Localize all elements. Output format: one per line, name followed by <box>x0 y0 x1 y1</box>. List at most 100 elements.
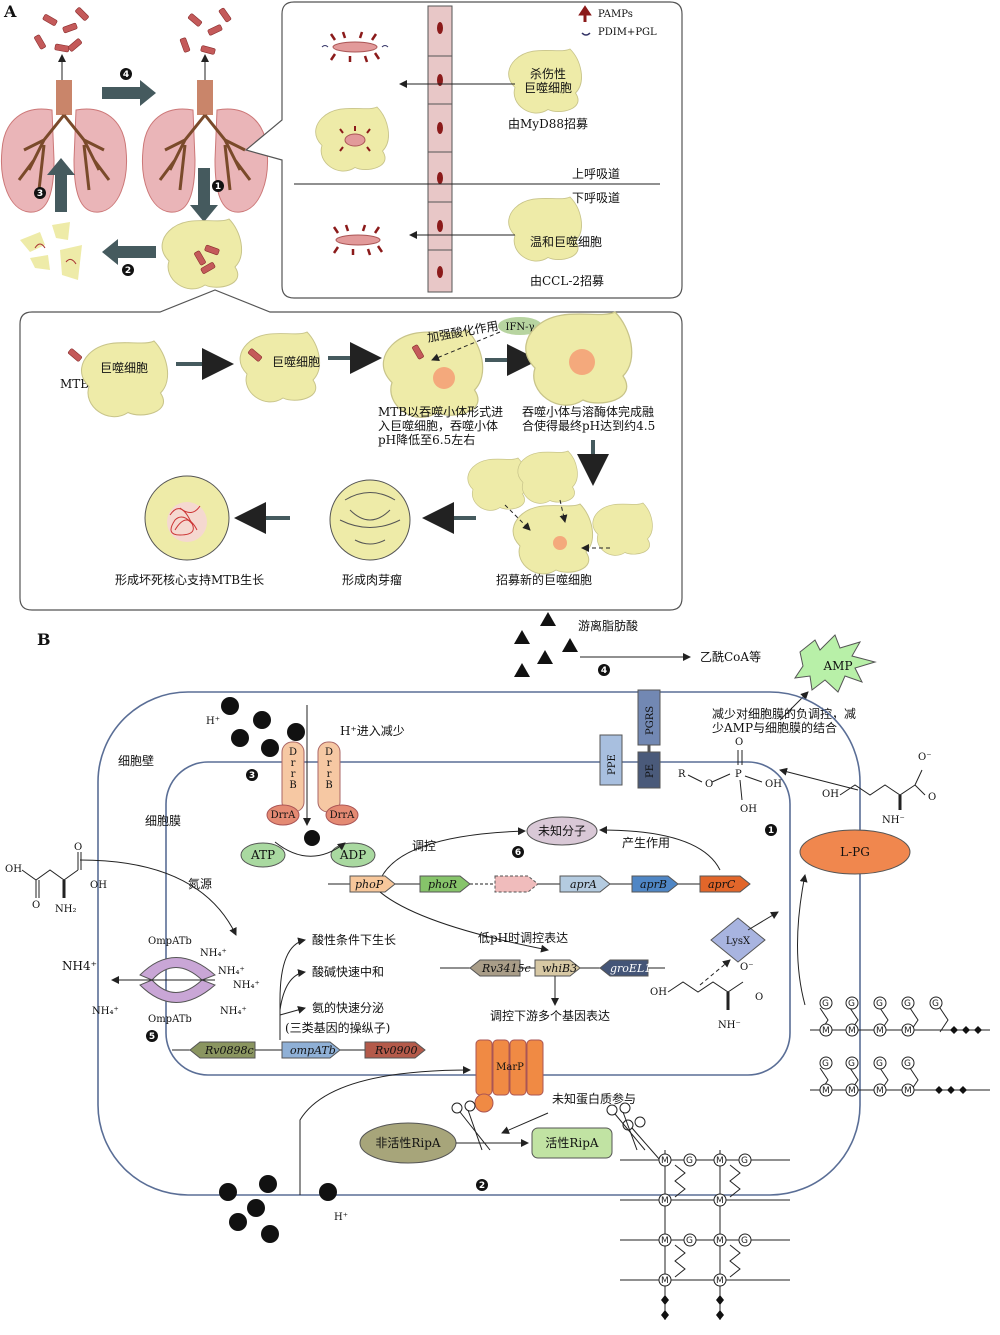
svg-text:M: M <box>716 1196 724 1206</box>
nh4-1: NH₄⁺ <box>200 948 227 959</box>
fusion-text: 吞噬小体与溶酶体完成融合使得最终pH达到约4.5 <box>522 404 655 433</box>
svg-text:G: G <box>904 999 911 1009</box>
gene-unknown <box>494 875 539 893</box>
low-ph-arrow <box>379 891 549 953</box>
step6-b-marker <box>512 846 524 858</box>
marp-protein <box>474 1039 544 1113</box>
acetyl-coa-label: 乙酰CoA等 <box>700 650 761 664</box>
adp-label: ADP <box>339 848 366 862</box>
ompatb-bottom <box>139 979 216 1003</box>
step3-arrow <box>47 158 75 212</box>
gene-phop <box>349 875 396 893</box>
cell-wall-label: 细胞壁 <box>118 753 154 768</box>
svg-text:O⁻: O⁻ <box>918 752 931 763</box>
ifn-bubble <box>498 317 542 335</box>
operon-label: (三类基因的操纵子) <box>285 1020 390 1035</box>
internal-proton <box>304 830 320 846</box>
unknown-molecule-label: 未知分子 <box>538 824 586 838</box>
svg-text:1: 1 <box>768 826 774 836</box>
lower-airway-label: 下呼吸道 <box>572 191 620 205</box>
atp-bubble <box>240 842 286 868</box>
svg-text:OH: OH <box>650 987 667 998</box>
legend-pdim: PDIM+PGL <box>598 27 657 38</box>
svg-text:G: G <box>876 1059 883 1069</box>
cell-wall <box>97 691 861 1196</box>
svg-text:M: M <box>904 1026 912 1036</box>
step2-marker <box>122 264 134 276</box>
mild-macrophage <box>508 196 582 262</box>
gene-groel1-label: groEL1 <box>610 962 651 975</box>
ppe-box <box>599 734 623 786</box>
svg-text:O⁻: O⁻ <box>740 962 753 973</box>
nh4-3: NH₄⁺ <box>233 980 260 991</box>
fatty-acids <box>514 612 578 677</box>
svg-text:O: O <box>705 779 713 790</box>
svg-text:G: G <box>741 1156 748 1166</box>
ammonia-label: 氨的快速分泌 <box>312 1000 384 1015</box>
phagosome-upper <box>344 133 366 147</box>
gene-ompatb-label: ompATb <box>290 1044 336 1057</box>
mtb-pamps-upper <box>321 31 389 63</box>
proton-cluster-top <box>221 697 305 757</box>
macrophage2-label: 巨噬细胞 <box>272 354 320 369</box>
phagolysosome <box>569 349 595 375</box>
svg-text:G: G <box>686 1236 693 1246</box>
infected-macrophage <box>161 218 243 290</box>
active-ripa-label: 活性RipA <box>545 1136 599 1150</box>
svg-text:3: 3 <box>249 771 255 781</box>
svg-text:O: O <box>928 792 936 803</box>
gene-aprc <box>699 875 751 893</box>
gene-rv3415c-label: Rv3415c <box>481 962 531 975</box>
amp-burst <box>793 634 877 693</box>
amp-label: AMP <box>822 659 852 673</box>
gene-whib3 <box>534 959 581 977</box>
gene-apra-label: aprA <box>570 878 597 891</box>
amp-text: 减少对细胞膜的负调控，减少AMP与细胞膜的结合 <box>712 706 856 735</box>
svg-text:M: M <box>822 1086 830 1096</box>
svg-text:M: M <box>661 1196 669 1206</box>
step5-b-marker <box>146 1030 158 1042</box>
atp-label: ATP <box>250 848 275 862</box>
svg-text:M: M <box>661 1276 669 1286</box>
svg-text:G: G <box>848 1059 855 1069</box>
svg-text:M: M <box>822 1026 830 1036</box>
scissors-icons <box>451 1100 661 1161</box>
svg-text:G: G <box>932 999 939 1009</box>
svg-text:6: 6 <box>515 848 521 858</box>
svg-text:M: M <box>876 1026 884 1036</box>
necrotic-granuloma <box>144 475 230 561</box>
step2-arrow <box>102 239 156 265</box>
panel-a-label: A <box>3 2 17 21</box>
nh4-outside-2: NH₄⁺ <box>92 1006 119 1017</box>
svg-text:O: O <box>735 737 743 748</box>
acid-growth-label: 酸性条件下生长 <box>312 932 396 947</box>
pe-box <box>637 751 661 789</box>
epithelial-column <box>427 5 453 293</box>
granuloma-label: 形成肉芽瘤 <box>342 572 402 587</box>
pamps-icon <box>578 5 592 22</box>
svg-text:1: 1 <box>215 182 221 192</box>
gene-aprc-label: aprC <box>708 878 736 891</box>
cell-membrane <box>165 761 791 1076</box>
myd88-label: 由MyD88招募 <box>508 117 588 131</box>
regulate-downstream-label: 调控下游多个基因表达 <box>490 1009 610 1023</box>
step3-b-marker <box>246 769 258 781</box>
lysine-structure-mid: OH NH⁻ O⁻ O <box>650 962 763 1031</box>
ompatb-top-label: OmpATb <box>148 936 192 947</box>
macrophage-1 <box>80 340 169 418</box>
svg-text:NH⁻: NH⁻ <box>882 815 905 826</box>
step3-marker <box>34 187 46 199</box>
lysosome <box>433 367 455 389</box>
step4-marker <box>120 68 132 80</box>
recruit-label: 招募新的巨噬细胞 <box>496 572 592 587</box>
upper-airway-label: 上呼吸道 <box>572 167 620 181</box>
free-fatty-acid-label: 游离脂肪酸 <box>578 618 638 633</box>
granuloma <box>329 479 411 561</box>
svg-text:G: G <box>848 999 855 1009</box>
active-ripa <box>531 1127 613 1159</box>
svg-text:G: G <box>822 1059 829 1069</box>
gene-rv0900-label: Rv0900 <box>374 1044 418 1057</box>
ompatb-top <box>139 957 216 981</box>
